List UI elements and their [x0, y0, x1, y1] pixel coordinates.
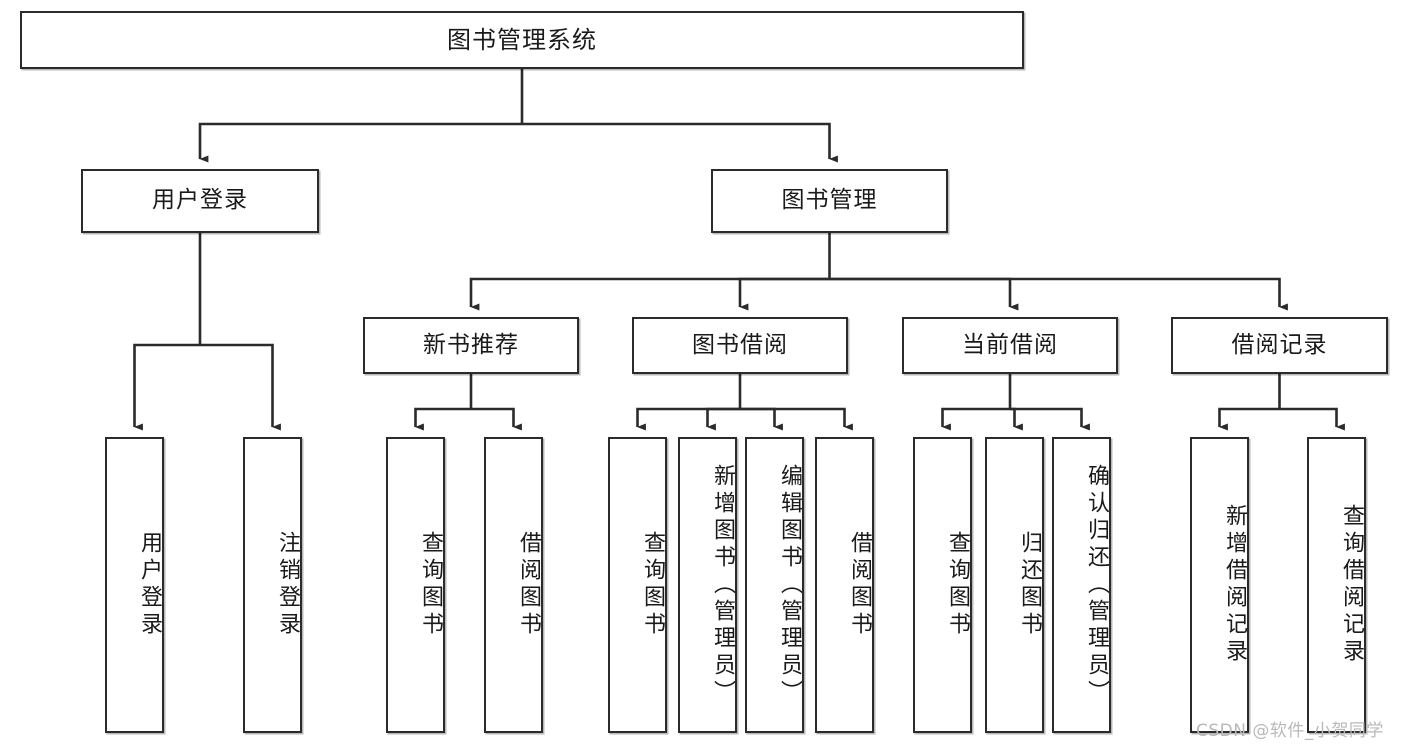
- node-label-leaf_add_book: 新增图书（管理员）: [710, 463, 735, 707]
- edge-root-to-user_login: [198, 122, 522, 163]
- node-label-root: 图书管理系统: [447, 25, 597, 54]
- node-label-new_book_rec: 新书推荐: [423, 331, 519, 358]
- node-label-leaf_query_book_3: 查询图书: [945, 531, 970, 639]
- edge-root-to-book_manage: [522, 122, 838, 163]
- edge-book_manage-to-current_borrow: [829, 277, 1019, 311]
- edge-book_manage-to-borrow_record: [829, 277, 1288, 311]
- edge-current_borrow-to-leaf_confirm_return: [1010, 407, 1090, 431]
- node-leaf_query_record[interactable]: 查询借阅记录: [1307, 437, 1366, 733]
- node-label-leaf_confirm_return: 确认归还（管理员）: [1084, 463, 1109, 707]
- edge-borrow_record-to-leaf_add_record: [1218, 407, 1280, 431]
- node-label-leaf_add_record: 新增借阅记录: [1222, 504, 1247, 666]
- node-leaf_user_login[interactable]: 用户登录: [105, 437, 164, 733]
- node-label-current_borrow: 当前借阅: [962, 331, 1058, 358]
- edge-book_borrow-to-leaf_edit_book: [740, 407, 783, 431]
- node-user_login[interactable]: 用户登录: [81, 169, 319, 233]
- node-leaf_query_book_3[interactable]: 查询图书: [913, 437, 972, 733]
- node-leaf_query_book_1[interactable]: 查询图书: [386, 437, 445, 733]
- node-label-leaf_borrow_book_1: 借阅图书: [516, 531, 541, 639]
- node-leaf_add_book[interactable]: 新增图书（管理员）: [678, 437, 737, 733]
- node-book_manage[interactable]: 图书管理: [711, 169, 948, 233]
- node-label-user_login: 用户登录: [152, 187, 248, 214]
- node-leaf_query_book_2[interactable]: 查询图书: [608, 437, 667, 733]
- node-current_borrow[interactable]: 当前借阅: [902, 317, 1118, 374]
- edge-new_book_rec-to-leaf_query_book_1: [414, 407, 471, 431]
- edge-book_borrow-to-leaf_add_book: [706, 407, 740, 431]
- node-label-book_manage: 图书管理: [781, 187, 878, 214]
- edge-current_borrow-to-leaf_return_book: [1010, 407, 1023, 431]
- node-leaf_borrow_book_2[interactable]: 借阅图书: [815, 437, 874, 733]
- node-label-leaf_borrow_book_2: 借阅图书: [847, 531, 872, 639]
- node-leaf_logout[interactable]: 注销登录: [243, 437, 302, 733]
- edge-new_book_rec-to-leaf_borrow_book_1: [471, 407, 522, 431]
- edge-book_borrow-to-leaf_borrow_book_2: [740, 407, 853, 431]
- edge-current_borrow-to-leaf_query_book_3: [941, 407, 1010, 431]
- node-leaf_borrow_book_1[interactable]: 借阅图书: [484, 437, 543, 733]
- edge-book_manage-to-new_book_rec: [469, 277, 830, 311]
- node-new_book_rec[interactable]: 新书推荐: [363, 317, 579, 374]
- edge-user_login-to-leaf_user_login: [133, 343, 200, 431]
- edge-book_borrow-to-leaf_query_book_2: [636, 407, 740, 431]
- csdn-watermark: CSDN @软件_小贺同学: [1196, 721, 1384, 741]
- node-leaf_confirm_return[interactable]: 确认归还（管理员）: [1052, 437, 1111, 733]
- node-label-book_borrow: 图书借阅: [692, 331, 788, 358]
- node-label-leaf_query_record: 查询借阅记录: [1339, 504, 1364, 666]
- node-label-borrow_record: 借阅记录: [1231, 331, 1328, 358]
- node-root[interactable]: 图书管理系统: [20, 11, 1024, 69]
- node-label-leaf_query_book_1: 查询图书: [418, 531, 443, 639]
- node-leaf_edit_book[interactable]: 编辑图书（管理员）: [745, 437, 804, 733]
- edge-borrow_record-to-leaf_query_record: [1279, 407, 1345, 431]
- node-label-leaf_logout: 注销登录: [275, 531, 300, 639]
- node-label-leaf_return_book: 归还图书: [1017, 531, 1042, 639]
- node-borrow_record[interactable]: 借阅记录: [1171, 317, 1388, 374]
- node-label-leaf_user_login: 用户登录: [137, 531, 162, 639]
- edge-user_login-to-leaf_logout: [200, 343, 281, 431]
- node-label-leaf_edit_book: 编辑图书（管理员）: [777, 463, 802, 707]
- node-book_borrow[interactable]: 图书借阅: [632, 317, 848, 374]
- node-leaf_add_record[interactable]: 新增借阅记录: [1190, 437, 1249, 733]
- node-label-leaf_query_book_2: 查询图书: [640, 531, 665, 639]
- node-leaf_return_book[interactable]: 归还图书: [985, 437, 1044, 733]
- edge-book_manage-to-book_borrow: [738, 277, 830, 311]
